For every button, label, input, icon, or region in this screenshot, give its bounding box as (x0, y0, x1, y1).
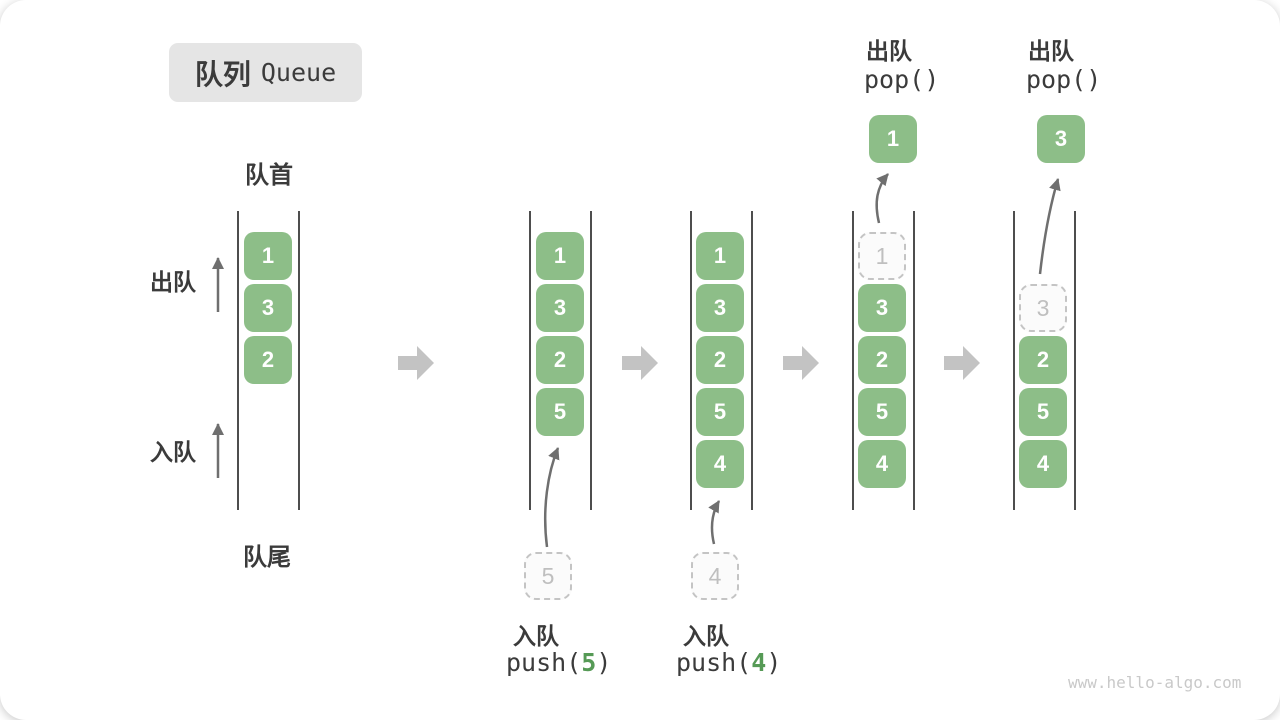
queue-cell: 3 (244, 284, 292, 332)
queue-cell: 5 (1019, 388, 1067, 436)
queue-wall (237, 211, 239, 510)
enqueue-op-code: push(5) (506, 648, 611, 677)
dequeue-op-code: pop() (864, 65, 940, 94)
pop-arrow (875, 173, 889, 224)
queue-cell: 3 (858, 284, 906, 332)
popped-cell: 1 (869, 115, 917, 163)
code-fn: push( (676, 648, 752, 677)
code-arg: 4 (751, 648, 767, 677)
queue-cell: 4 (858, 440, 906, 488)
queue-cell: 5 (696, 388, 744, 436)
pop-arrow (1038, 178, 1061, 275)
queue-cell: 1 (244, 232, 292, 280)
queue-cell: 5 (858, 388, 906, 436)
title-zh: 队列 (194, 58, 251, 90)
watermark: www.hello-algo.com (1068, 673, 1242, 692)
push-arrow (543, 447, 560, 548)
incoming-ghost-cell: 4 (691, 552, 739, 600)
flow-arrow (398, 346, 434, 380)
code-fn: push( (506, 648, 582, 677)
queue-wall (298, 211, 300, 510)
popped-cell: 3 (1037, 115, 1085, 163)
queue-wall (913, 211, 915, 510)
queue-wall (590, 211, 592, 510)
queue-wall (529, 211, 531, 510)
queue-cell: 2 (244, 336, 292, 384)
queue-cell: 2 (1019, 336, 1067, 384)
title-en: Queue (260, 58, 337, 87)
queue-cell: 3 (696, 284, 744, 332)
code-close: ) (596, 648, 612, 677)
dequeue-op-label: 出队 (866, 38, 912, 64)
queue-wall (1074, 211, 1076, 510)
queue-cell: 3 (536, 284, 584, 332)
label-enqueue: 入队 (150, 439, 196, 465)
dequeue-op-code: pop() (1026, 65, 1102, 94)
queue-cell: 1 (536, 232, 584, 280)
enqueue-op-label: 入队 (683, 623, 729, 649)
incoming-ghost-cell: 5 (524, 552, 572, 600)
queue-ghost-cell: 1 (858, 232, 906, 280)
queue-cell: 2 (858, 336, 906, 384)
enqueue-op-code: push(4) (676, 648, 781, 677)
queue-wall (751, 211, 753, 510)
queue-cell: 1 (696, 232, 744, 280)
title-badge: 队列 Queue (169, 43, 362, 102)
queue-cell: 2 (536, 336, 584, 384)
flow-arrow (944, 346, 980, 380)
dequeue-op-label: 出队 (1028, 38, 1074, 64)
label-dequeue: 出队 (150, 269, 196, 295)
label-queue-rear: 队尾 (243, 544, 291, 571)
queue-cell: 4 (696, 440, 744, 488)
queue-wall (1013, 211, 1015, 510)
queue-cell: 2 (696, 336, 744, 384)
queue-ghost-cell: 3 (1019, 284, 1067, 332)
flow-arrow (783, 346, 819, 380)
push-arrow (708, 500, 721, 545)
queue-cell: 5 (536, 388, 584, 436)
code-close: ) (766, 648, 782, 677)
queue-cell: 4 (1019, 440, 1067, 488)
enqueue-op-label: 入队 (513, 623, 559, 649)
flow-arrow (622, 346, 658, 380)
code-arg: 5 (581, 648, 597, 677)
queue-wall (690, 211, 692, 510)
label-queue-front: 队首 (245, 162, 293, 189)
queue-wall (852, 211, 854, 510)
